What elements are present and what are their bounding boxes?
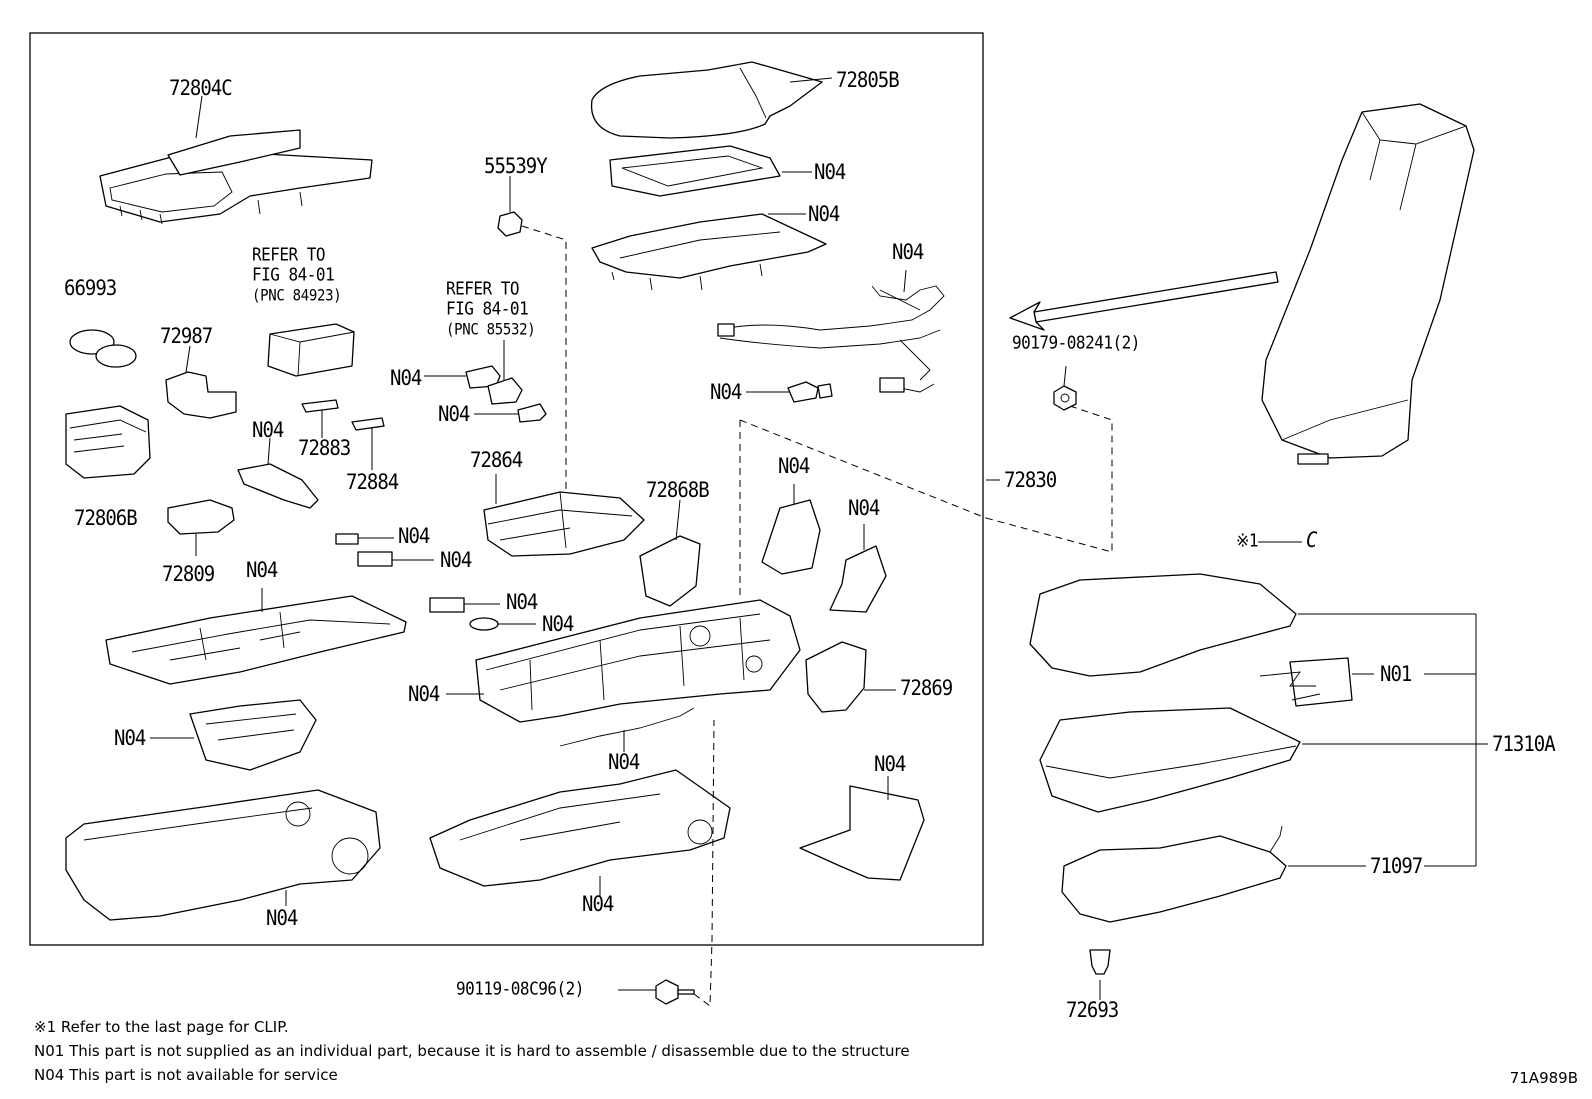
part-n04-small-d — [469, 617, 499, 631]
label-72805B: 72805B — [836, 67, 900, 93]
note-n01: N01 This part is not supplied as an indi… — [34, 1042, 910, 1060]
part-66993-covers — [69, 329, 137, 368]
label-n04-lid-tray: N04 — [814, 159, 846, 185]
part-n04-inner-tray — [189, 699, 317, 771]
part-72804C-bezel — [99, 129, 373, 225]
part-n04-bracket-left — [237, 463, 319, 509]
label-refer-85532-line1: REFER TO — [446, 277, 520, 300]
label-n04-lid-frame: N04 — [808, 201, 840, 227]
label-71097: 71097 — [1370, 853, 1423, 879]
part-n04-console-center — [429, 769, 731, 887]
label-n04-console-left: N04 — [266, 905, 298, 931]
assembly-arrow — [1009, 271, 1279, 331]
label-n04-small-c: N04 — [506, 589, 538, 615]
part-n04-main-frame — [475, 599, 801, 723]
part-n04-wire-harness — [717, 285, 945, 393]
label-n04-side-bracket-a: N04 — [778, 453, 810, 479]
part-72805B-pad — [590, 61, 823, 139]
label-n04-connector-b: N04 — [438, 401, 470, 427]
label-clip-ref: ※1 — [1236, 529, 1259, 552]
part-55539Y-clip — [497, 211, 523, 237]
label-72809: 72809 — [162, 561, 215, 587]
label-n04-harness: N04 — [892, 239, 924, 265]
label-refer-85532-line2: FIG 84-01 — [446, 297, 529, 320]
part-armrest-lid-tray — [609, 145, 781, 197]
part-72869-pad — [805, 641, 867, 713]
label-90179: 90179-08241(2) — [1012, 331, 1140, 354]
part-seat-cushion-cover — [1029, 573, 1297, 677]
part-n04-small-c — [429, 597, 465, 613]
label-66993: 66993 — [64, 275, 117, 301]
label-refer-84923-line2: FIG 84-01 — [252, 263, 335, 286]
label-n01: N01 — [1380, 661, 1412, 687]
part-refer-connector-85532 — [465, 365, 547, 423]
part-72868B-cover — [639, 535, 701, 607]
part-n04-side-bracket-b — [829, 545, 887, 613]
part-n04-wire — [559, 707, 695, 747]
label-71310A: 71310A — [1492, 731, 1556, 757]
part-72693-clip — [1089, 949, 1111, 975]
part-refer-module-84923 — [267, 323, 355, 377]
label-72830: 72830 — [1004, 467, 1057, 493]
part-n01-heater — [1259, 657, 1353, 707]
label-n04-right-plate: N04 — [874, 751, 906, 777]
part-71097-seat-frame — [1061, 825, 1287, 923]
label-n04-bracket-left: N04 — [252, 417, 284, 443]
label-72884: 72884 — [346, 469, 399, 495]
label-72987: 72987 — [160, 323, 213, 349]
label-refer-84923-line3: (PNC 84923) — [252, 286, 342, 305]
part-n04-right-plate — [799, 785, 925, 881]
note-n04: N04 This part is not available for servi… — [34, 1066, 338, 1084]
part-n04-small-b — [357, 551, 393, 567]
label-72806B: 72806B — [74, 505, 138, 531]
part-72883-clip — [301, 399, 339, 413]
part-lid-frame — [591, 213, 827, 291]
part-seat-cushion-foam — [1039, 707, 1301, 813]
part-72809-switch — [167, 499, 235, 535]
label-n04-tray-frame: N04 — [246, 557, 278, 583]
label-72869: 72869 — [900, 675, 953, 701]
label-n04-small-b: N04 — [440, 547, 472, 573]
label-72693: 72693 — [1066, 997, 1119, 1023]
part-n04-connector — [787, 381, 833, 403]
figure-code: 71A989B — [1509, 1069, 1578, 1087]
part-90119-08C96-bolt — [655, 979, 695, 1005]
part-seat-back — [1261, 103, 1475, 465]
part-72864-box — [483, 491, 645, 557]
label-72804C: 72804C — [169, 75, 233, 101]
label-55539Y: 55539Y — [484, 153, 548, 179]
label-n04-connector-a: N04 — [390, 365, 422, 391]
label-90119: 90119-08C96(2) — [456, 977, 584, 1000]
label-refer-85532-line3: (PNC 85532) — [446, 320, 536, 339]
part-72987-bracket — [165, 371, 237, 419]
part-72806B-cupholder — [65, 405, 151, 479]
label-n04-inner-tray: N04 — [114, 725, 146, 751]
label-72883: 72883 — [298, 435, 351, 461]
label-72868B: 72868B — [646, 477, 710, 503]
part-n04-console-left — [65, 789, 381, 921]
part-72884-clip — [351, 417, 385, 431]
label-n04-main-frame: N04 — [408, 681, 440, 707]
main-frame — [29, 32, 984, 946]
label-refer-84923-line1: REFER TO — [252, 243, 326, 266]
label-n04-side-bracket-b: N04 — [848, 495, 880, 521]
label-n04-connector-right: N04 — [710, 379, 742, 405]
note-clip: ※1 Refer to the last page for CLIP. — [34, 1018, 289, 1036]
label-72864: 72864 — [470, 447, 523, 473]
part-n04-tray-frame — [105, 595, 407, 685]
label-n04-wire: N04 — [608, 749, 640, 775]
label-n04-small-a: N04 — [398, 523, 430, 549]
part-n04-side-bracket-a — [761, 499, 821, 575]
label-n04-small-d: N04 — [542, 611, 574, 637]
label-n04-console-center: N04 — [582, 891, 614, 917]
part-n04-small-a — [335, 533, 359, 545]
label-clip-letter: C — [1306, 527, 1317, 553]
